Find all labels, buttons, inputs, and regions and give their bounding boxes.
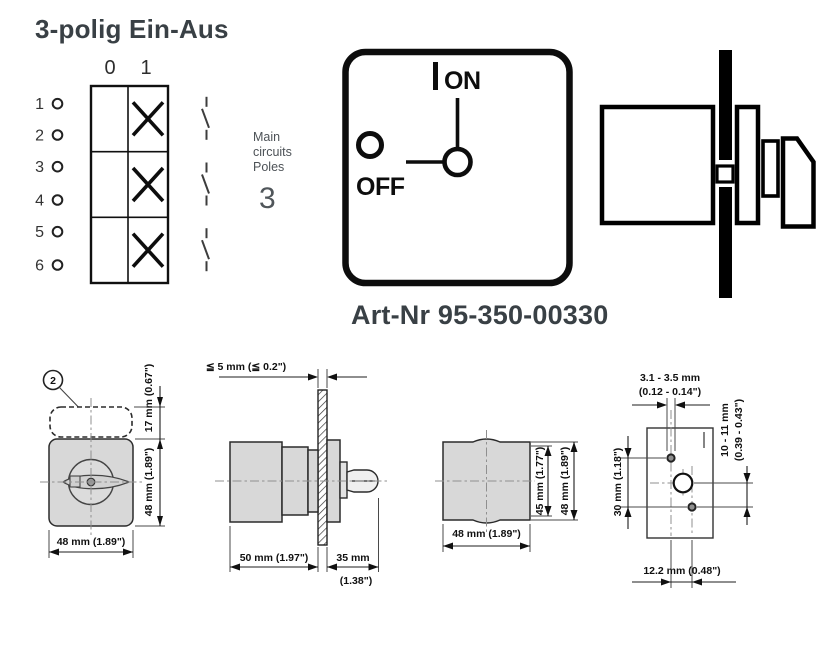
closed-contact-x-marks	[131, 101, 165, 268]
centerlines	[435, 430, 535, 532]
terminal-4: 4	[35, 193, 44, 210]
rear-body	[442, 438, 531, 524]
off-label: OFF	[356, 173, 405, 201]
switch-body-outline	[599, 104, 716, 226]
switch-side-view	[599, 50, 816, 298]
terminal-6: 6	[35, 258, 44, 275]
dim-body-height: 48 mm (1.89")	[143, 448, 155, 517]
terminal-labels: 1 2 3 4 5 6	[35, 96, 44, 274]
shaft-hole	[672, 472, 694, 494]
terminal-5: 5	[35, 224, 44, 241]
fixing-hole-top	[666, 453, 676, 463]
dimension-lines	[442, 441, 578, 552]
switch-face-diagram: ON OFF	[342, 48, 573, 287]
callout-2-label: 2	[50, 375, 56, 387]
dim-front-depth-mm: 35 mm	[336, 552, 369, 564]
dim-vertical-offset-in: (0.39 - 0.43")	[733, 399, 745, 461]
terminal-1: 1	[35, 96, 44, 113]
dim-overall-width: 48 mm (1.89")	[452, 528, 521, 540]
on-label: ON	[444, 67, 481, 95]
shaft-window	[715, 164, 735, 184]
dim-vertical-offset-mm: 10 - 11 mm	[719, 403, 731, 457]
selector-pointer	[406, 98, 473, 178]
article-number: Art-Nr 95-350-00330	[351, 300, 609, 330]
main-circuits-line1: Main	[253, 130, 281, 144]
page-title: 3-polig Ein-Aus	[35, 14, 229, 44]
column-header-0: 0	[104, 57, 115, 79]
dim-vertical-span: 30 mm (1.18")	[612, 448, 624, 517]
front-flange	[734, 104, 761, 226]
dim-front-view: 2 17 mm (0.67") 48 mm (1.89")	[40, 364, 165, 558]
dim-overall-height: 48 mm (1.89")	[559, 447, 571, 516]
dimension-lines	[48, 386, 165, 558]
centerlines	[40, 398, 143, 538]
off-position-mark	[356, 131, 384, 159]
mounting-panel-section	[317, 389, 328, 546]
fixing-hole-bottom	[687, 502, 697, 512]
dim-fixing-hole-dia-in: (0.12 - 0.14")	[639, 386, 701, 398]
dim-rear-view: 45 mm (1.77") 48 mm (1.89") 48 mm (1.89"…	[435, 430, 578, 552]
terminal-3: 3	[35, 159, 44, 176]
contact-table-grid	[89, 84, 170, 285]
dim-drill-plan: 3.1 - 3.5 mm (0.12 - 0.14")	[612, 372, 753, 588]
terminal-circles	[51, 97, 64, 271]
main-circuits-line3: Poles	[253, 160, 285, 174]
panel-thickness-arrows	[219, 369, 367, 388]
dim-side-view: ≦ 5 mm (≦ 0.2")	[206, 361, 387, 587]
dim-body-width: 48 mm (1.89")	[57, 536, 126, 548]
dim-handle-height: 17 mm (0.67")	[143, 364, 155, 433]
poles-count: 3	[259, 182, 276, 215]
knob-collar	[761, 139, 780, 198]
dim-panel-thickness: ≦ 5 mm (≦ 0.2")	[206, 361, 286, 373]
dimension-lines	[229, 498, 379, 572]
contact-diagram: 0 1 1 2 3 4 5 6	[35, 57, 210, 285]
dim-horizontal-offset: 12.2 mm (0.48")	[643, 565, 720, 577]
dim-flat-height: 45 mm (1.77")	[534, 447, 546, 516]
contact-symbols	[201, 96, 210, 272]
knob-handle	[780, 136, 816, 229]
mounting-panel-bar	[719, 50, 732, 298]
dimension-lines	[620, 398, 753, 588]
dim-front-depth-in: (1.38")	[340, 575, 372, 587]
main-circuits-label: Main circuits Poles 3	[253, 130, 292, 214]
dim-depth-behind-panel: 50 mm (1.97")	[240, 552, 309, 564]
column-header-1: 1	[140, 57, 151, 79]
dim-fixing-hole-dia-mm: 3.1 - 3.5 mm	[640, 372, 700, 384]
terminal-2: 2	[35, 128, 44, 145]
main-circuits-line2: circuits	[253, 145, 292, 159]
